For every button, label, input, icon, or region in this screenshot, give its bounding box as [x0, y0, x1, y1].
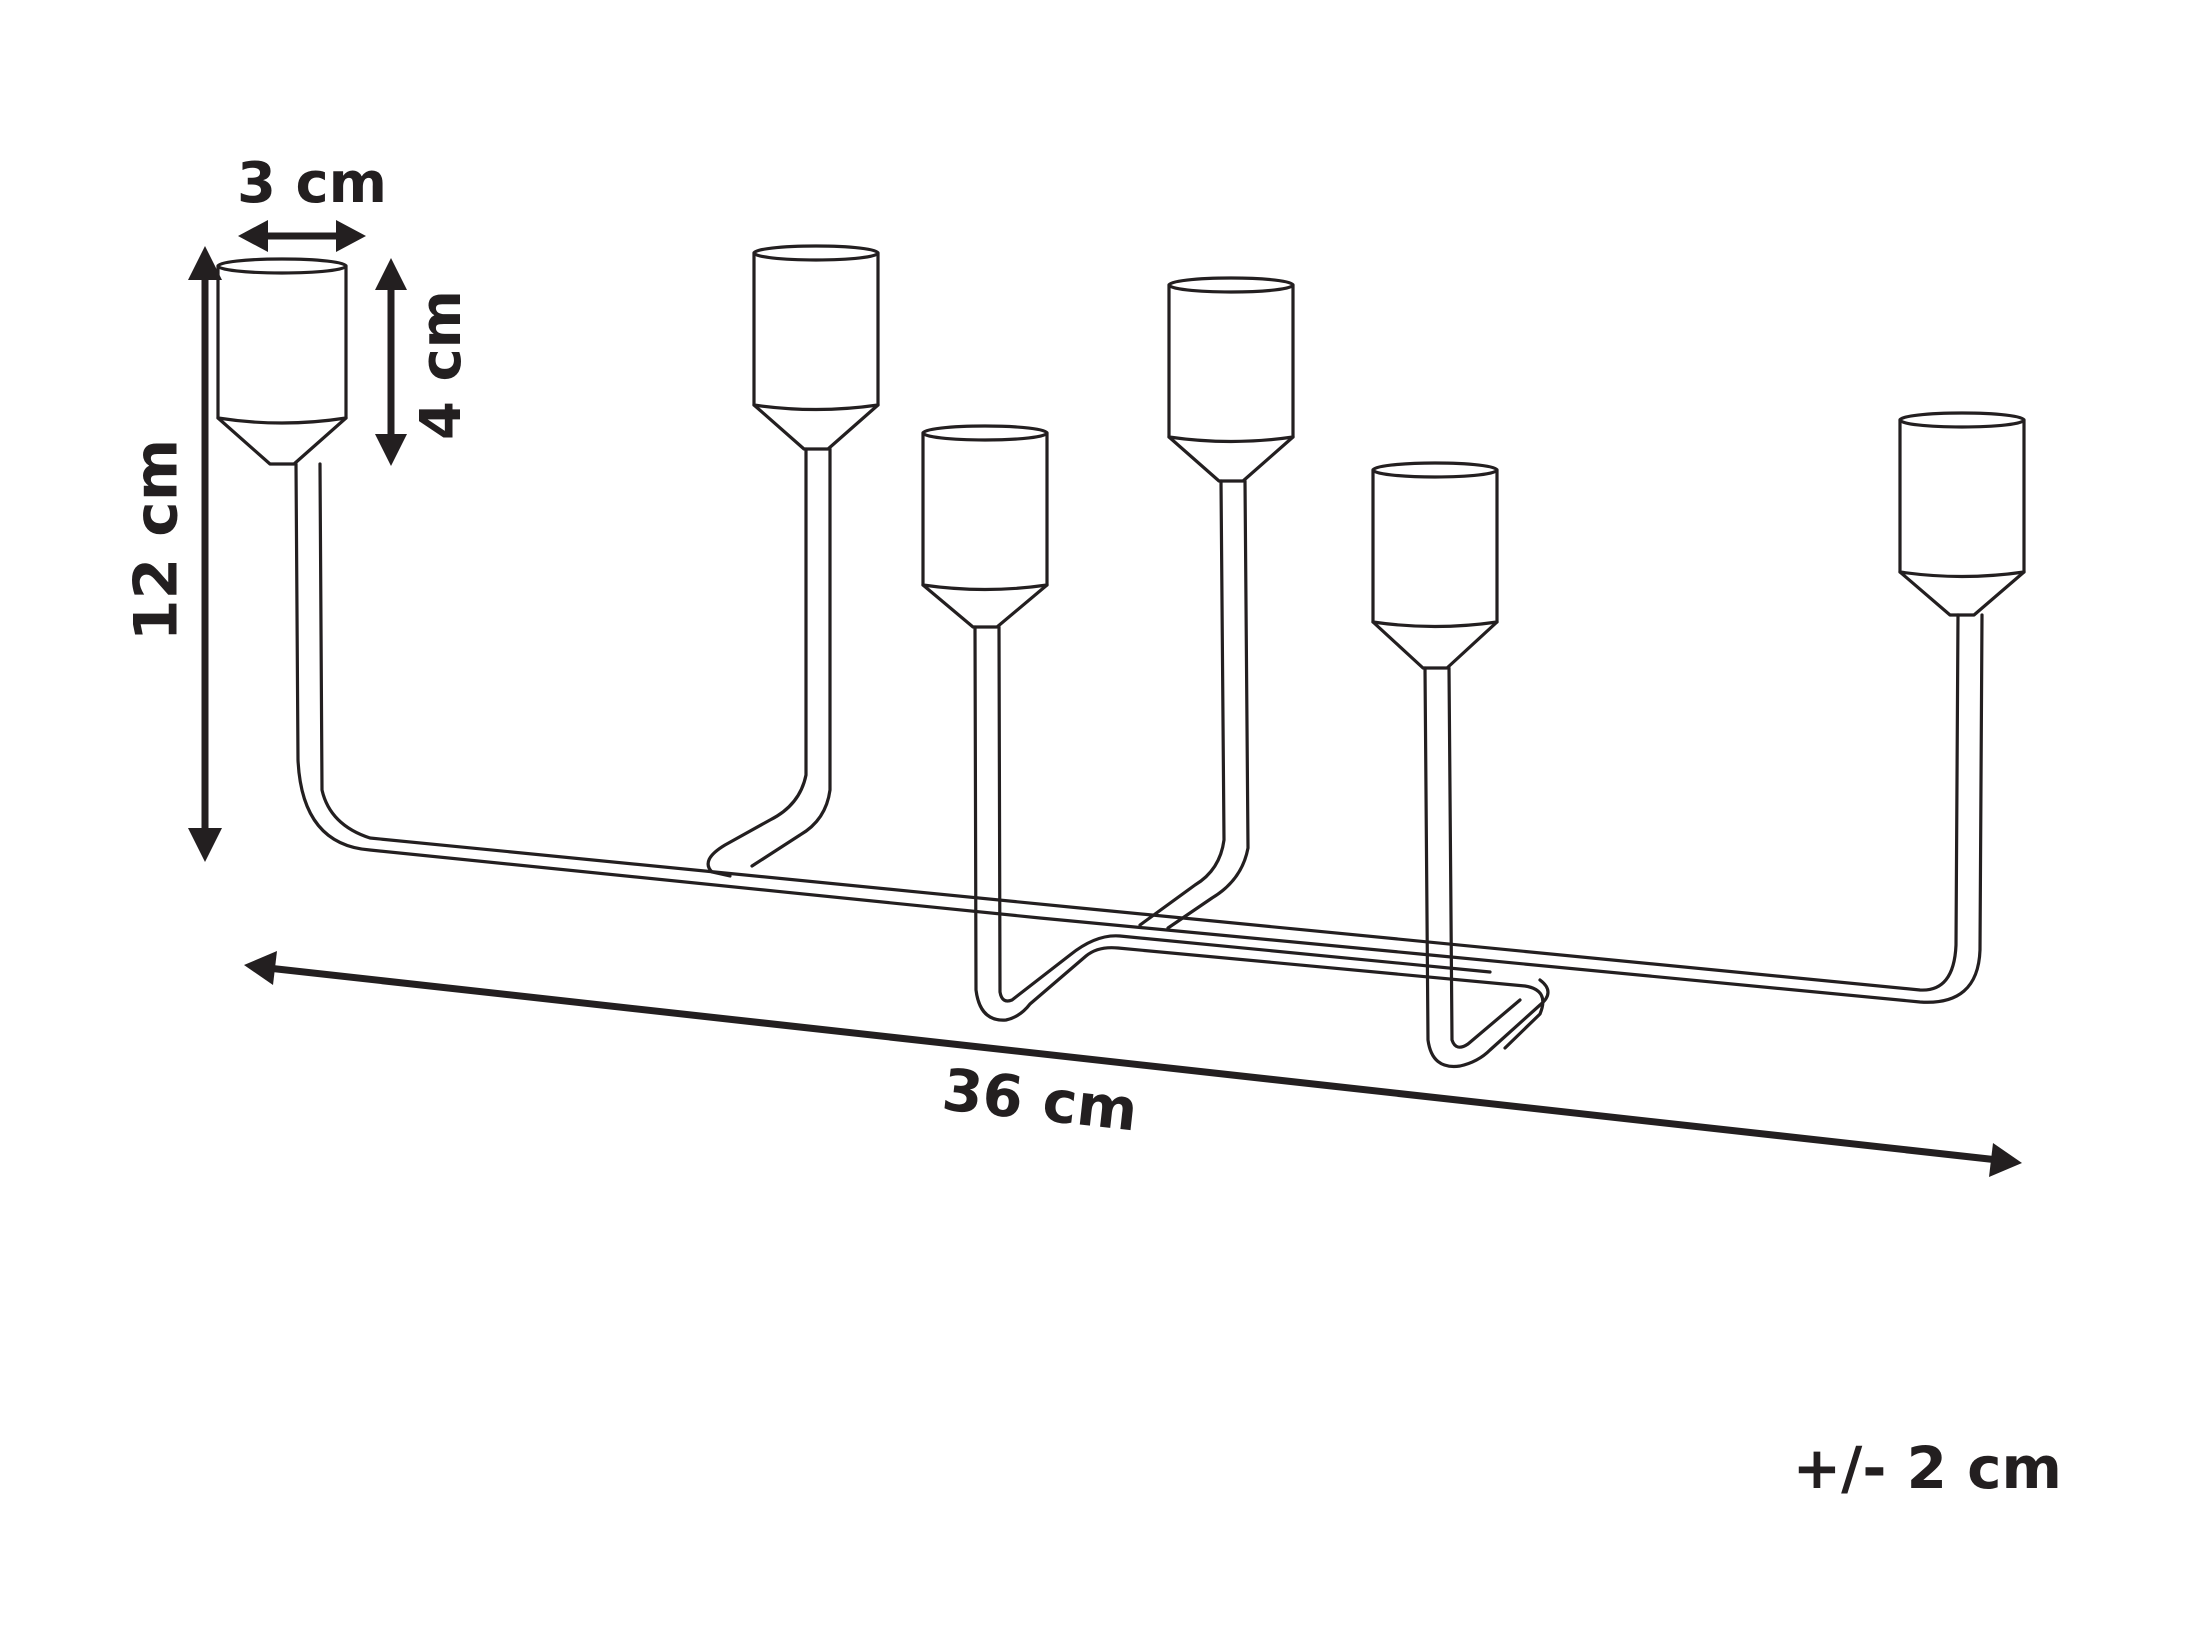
tolerance-label: +/- 2 cm	[1793, 1434, 2062, 1502]
candle-cup-6	[1898, 411, 2026, 617]
width-label: 3 cm	[237, 151, 387, 216]
branch-cup-3	[973, 625, 1545, 1050]
candle-cup-1	[216, 257, 348, 466]
base-frame	[294, 462, 1984, 1004]
candle-cup-5	[1371, 461, 1499, 670]
candle-cup-4	[1167, 276, 1295, 483]
length-label: 36 cm	[939, 1055, 1141, 1144]
candle-cup-2	[752, 244, 880, 451]
candle-holder-drawing	[216, 244, 2026, 1069]
total-height-arrow	[188, 246, 222, 862]
branch-cup-2	[706, 447, 832, 878]
branch-cup-5	[1423, 666, 1550, 1069]
width-arrow	[238, 220, 366, 252]
length-arrow	[244, 951, 2022, 1177]
cup-height-arrow	[375, 258, 407, 466]
candle-cup-3	[921, 424, 1049, 629]
total-height-label: 12 cm	[122, 439, 192, 641]
cup-height-label: 4 cm	[409, 290, 474, 440]
branch-cup-4	[1138, 479, 1250, 930]
